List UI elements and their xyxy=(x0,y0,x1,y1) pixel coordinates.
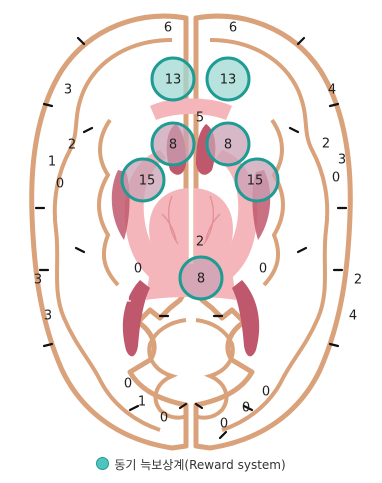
region-label-bottom-left-0a: 0 xyxy=(124,377,132,392)
region-label-bottom-right-0c: 0 xyxy=(220,417,228,432)
legend: 동기 늑보상계(Reward system) xyxy=(0,456,382,473)
region-label-bottom-right-0b: 0 xyxy=(242,401,250,416)
reward-circle-caudate-left: 8 xyxy=(152,123,194,165)
reward-legend-icon xyxy=(96,457,109,470)
region-label-left-1: 1 xyxy=(48,155,56,170)
region-label-top-left-6: 6 xyxy=(164,21,172,36)
region-label-left-lower-3a: 3 xyxy=(34,273,42,288)
region-label-center-5: 5 xyxy=(196,111,204,126)
region-label-center-2: 2 xyxy=(196,235,204,250)
reward-circle-putamen-left: 15 xyxy=(122,159,164,201)
reward-circle-frontal-right: 13 xyxy=(207,58,249,100)
region-label-left-3: 3 xyxy=(64,83,72,98)
region-label-top-right-6: 6 xyxy=(229,21,237,36)
region-label-right-lower-4: 4 xyxy=(349,309,357,324)
region-label-right-3: 3 xyxy=(338,153,346,168)
region-label-right-lower-2: 2 xyxy=(354,273,362,288)
reward-circle-caudate-right: 8 xyxy=(207,123,249,165)
legend-label: 동기 늑보상계(Reward system) xyxy=(114,458,285,472)
region-label-left-lower-3b: 3 xyxy=(44,309,52,324)
genu-band xyxy=(150,99,232,121)
reward-circle-putamen-right: 15 xyxy=(236,159,278,201)
reward-value-putamen-left: 15 xyxy=(139,174,156,189)
region-label-right-2: 2 xyxy=(322,137,330,152)
region-label-left-lower-1: 1 xyxy=(124,291,132,306)
reward-value-frontal-left: 13 xyxy=(165,73,182,88)
reward-circle-midbrain: 8 xyxy=(180,257,222,299)
reward-circle-frontal-left: 13 xyxy=(152,58,194,100)
region-label-right-0: 0 xyxy=(332,171,340,186)
reward-value-frontal-right: 13 xyxy=(220,73,237,88)
region-label-right-4: 4 xyxy=(328,83,336,98)
reward-value-caudate-right: 8 xyxy=(224,138,232,153)
reward-value-caudate-left: 8 xyxy=(169,138,177,153)
region-label-bottom-left-1: 1 xyxy=(138,395,146,410)
reward-value-putamen-right: 15 xyxy=(247,174,264,189)
reward-value-midbrain: 8 xyxy=(197,272,205,287)
region-label-bottom-left-0b: 0 xyxy=(160,411,168,426)
region-label-right-lower-1: 1 xyxy=(268,291,276,306)
region-label-left-2: 2 xyxy=(68,138,76,153)
region-label-left-0: 0 xyxy=(56,177,64,192)
region-label-right-mid-0: 0 xyxy=(259,262,267,277)
region-label-bottom-right-0a: 0 xyxy=(262,385,270,400)
region-label-left-mid-0: 0 xyxy=(134,262,142,277)
